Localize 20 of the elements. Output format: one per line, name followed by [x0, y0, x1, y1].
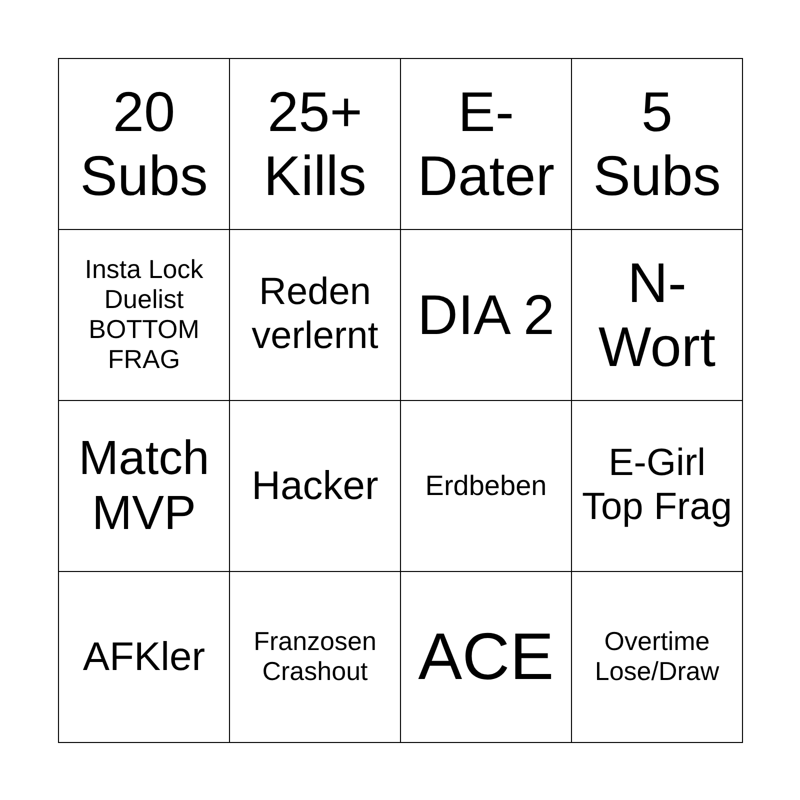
cell-text: Franzosen Crashout — [252, 627, 378, 687]
bingo-cell — [58, 571, 230, 743]
cell-text: Insta Lock Duelist BOTTOM FRAG — [84, 255, 204, 375]
cell-text: Match MVP — [78, 430, 210, 542]
cell-text: ACE — [418, 619, 554, 695]
cell-text: N-Wort — [597, 250, 717, 380]
bingo-cell — [571, 571, 743, 743]
cell-text: 25+ Kills — [262, 80, 368, 208]
cell-text: Erdbeben — [425, 470, 547, 502]
cell-text: 5 Subs — [592, 80, 722, 208]
cell-text: Overtime Lose/Draw — [594, 627, 720, 687]
bingo-cell — [58, 58, 230, 230]
cell-text: AFKler — [82, 634, 206, 680]
cell-text: DIA 2 — [418, 282, 554, 348]
bingo-cell — [571, 58, 743, 230]
cell-text: Hacker — [252, 463, 378, 509]
cell-text: E-Girl Top Frag — [581, 442, 733, 530]
cell-text: 20 Subs — [79, 80, 209, 208]
cell-text: Reden verlernt — [250, 271, 380, 359]
cell-text: E-Dater — [416, 80, 556, 208]
